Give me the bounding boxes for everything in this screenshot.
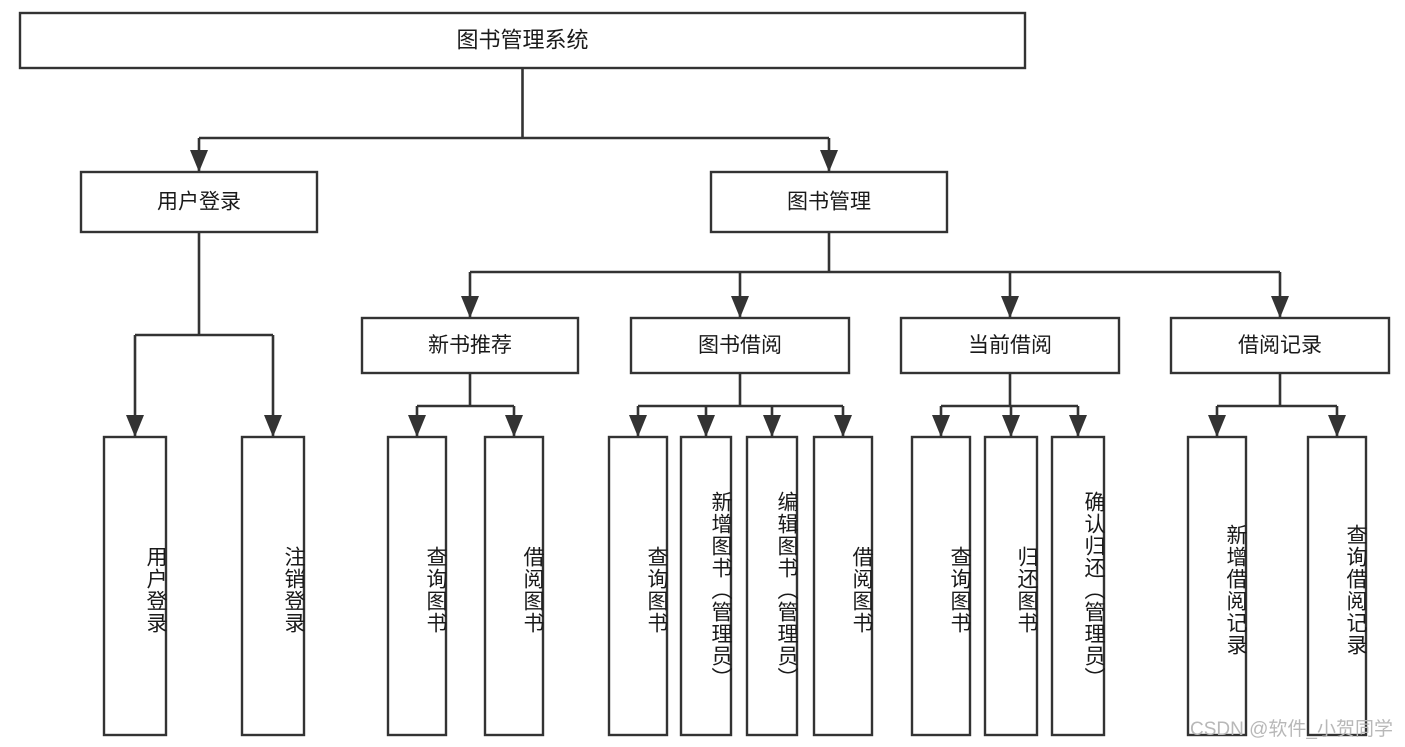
node-box-current-borrow <box>899 316 1121 375</box>
node-box-leaf-borrow-book-bb <box>812 435 874 737</box>
arrow-icon-leaf-return-book <box>1002 415 1020 437</box>
node-boxes <box>18 11 1391 737</box>
arrow-icon-leaf-query-book-bb <box>629 415 647 437</box>
node-box-leaf-query-book-rec <box>386 435 448 737</box>
arrow-icon-borrow-record <box>1271 296 1289 318</box>
node-box-leaf-query-book-bb <box>607 435 669 737</box>
node-label-user-login: 用户登录 <box>157 191 241 214</box>
node-box-leaf-query-record <box>1306 435 1368 737</box>
node-label-borrow-record: 借阅记录 <box>1238 334 1322 357</box>
arrow-icon-leaf-confirm-return <box>1069 415 1087 437</box>
arrow-icon-leaf-add-book <box>697 415 715 437</box>
arrow-icon-book-manage <box>820 150 838 172</box>
node-box-leaf-query-book-cb <box>910 435 972 737</box>
arrow-icon-leaf-borrow-book-bb <box>834 415 852 437</box>
arrow-icon-book-borrow <box>731 296 749 318</box>
node-box-borrow-record <box>1169 316 1391 375</box>
node-label-book-borrow: 图书借阅 <box>698 334 782 357</box>
node-box-user-login <box>79 170 319 234</box>
node-box-leaf-return-book <box>983 435 1039 737</box>
node-box-root <box>18 11 1027 70</box>
node-box-leaf-borrow-book-rec <box>483 435 545 737</box>
connector-lines <box>126 68 1346 437</box>
node-box-leaf-logout <box>240 435 306 737</box>
node-label-book-manage: 图书管理 <box>787 191 871 214</box>
node-box-leaf-add-record <box>1186 435 1248 737</box>
node-box-leaf-add-book <box>679 435 733 737</box>
node-box-leaf-confirm-return <box>1050 435 1106 737</box>
node-label-root: 图书管理系统 <box>456 27 588 52</box>
arrow-icon-leaf-edit-book <box>763 415 781 437</box>
arrow-icon-leaf-query-book-rec <box>408 415 426 437</box>
arrow-icon-leaf-add-record <box>1208 415 1226 437</box>
arrow-icon-leaf-logout <box>264 415 282 437</box>
arrow-icon-leaf-query-record <box>1328 415 1346 437</box>
node-box-book-borrow <box>629 316 851 375</box>
node-box-book-manage <box>709 170 949 234</box>
arrow-icon-leaf-borrow-book-rec <box>505 415 523 437</box>
node-label-current-borrow: 当前借阅 <box>968 334 1052 357</box>
node-label-new-book-rec: 新书推荐 <box>428 334 512 357</box>
node-box-leaf-edit-book <box>745 435 799 737</box>
arrow-icon-new-book-rec <box>461 296 479 318</box>
arrow-icon-leaf-user-login <box>126 415 144 437</box>
arrow-icon-leaf-query-book-cb <box>932 415 950 437</box>
node-box-leaf-user-login <box>102 435 168 737</box>
arrow-icon-current-borrow <box>1001 296 1019 318</box>
arrow-icon-user-login <box>190 150 208 172</box>
node-box-new-book-rec <box>360 316 580 375</box>
